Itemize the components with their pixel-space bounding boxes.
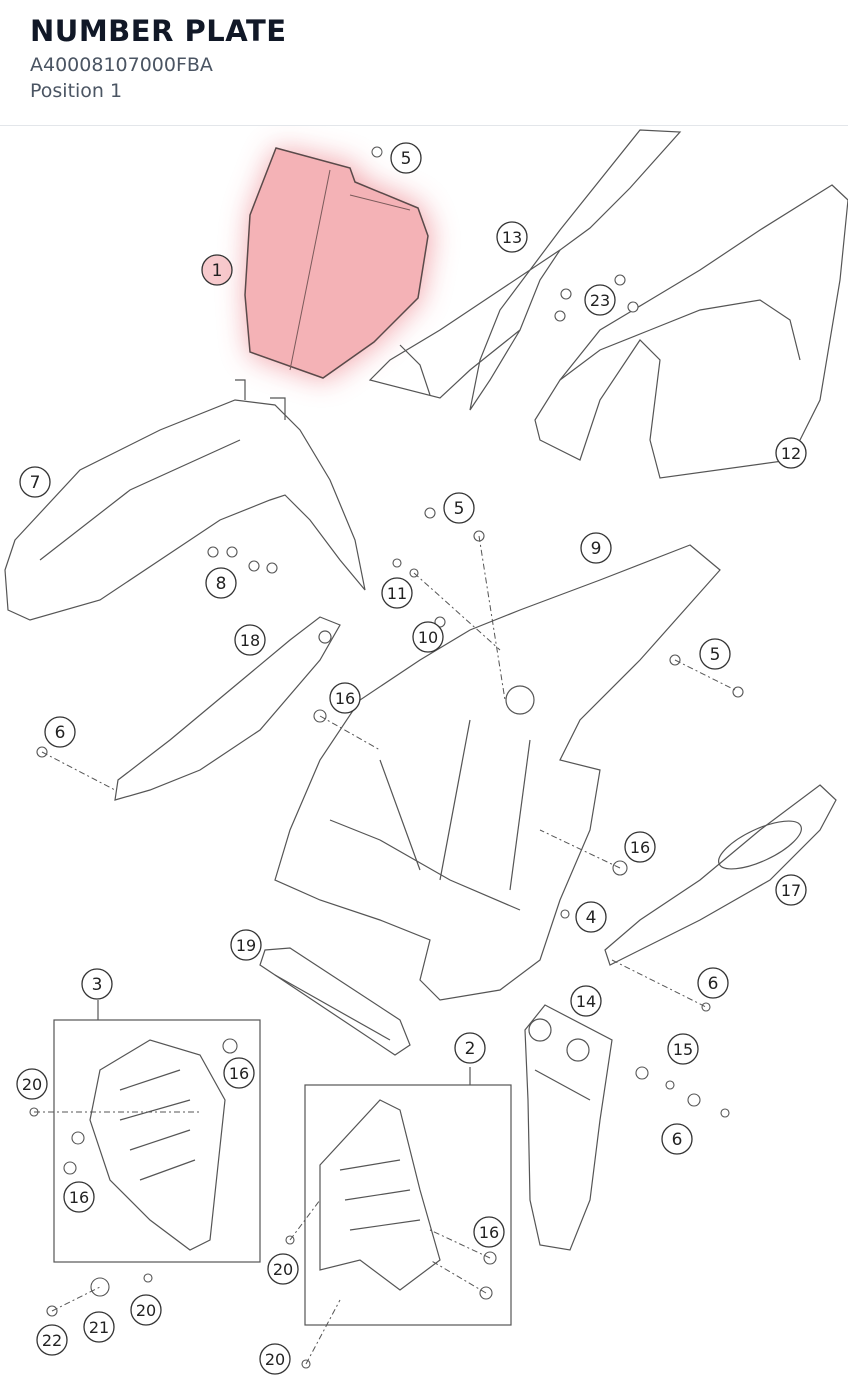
callout-20[interactable]: 20: [130, 1294, 162, 1326]
callout-label: 6: [55, 723, 66, 743]
callout-label: 17: [781, 881, 801, 900]
callout-21[interactable]: 21: [83, 1311, 115, 1343]
callout-label: 16: [229, 1064, 249, 1083]
callout-2[interactable]: 2: [454, 1032, 486, 1064]
position-label: Position 1: [30, 80, 123, 102]
part-17[interactable]: [604, 784, 837, 966]
callout-20[interactable]: 20: [16, 1068, 48, 1100]
callout-23[interactable]: 23: [584, 284, 616, 316]
callout-17[interactable]: 17: [775, 874, 807, 906]
callout-15[interactable]: 15: [667, 1033, 699, 1065]
callout-label: 1: [212, 261, 223, 281]
callout-label: 12: [781, 444, 801, 463]
callout-label: 6: [672, 1130, 683, 1150]
callout-label: 5: [710, 645, 721, 665]
part-13[interactable]: [368, 129, 682, 411]
callout-label: 16: [335, 689, 355, 708]
callout-label: 15: [673, 1040, 693, 1059]
callout-19[interactable]: 19: [230, 929, 262, 961]
callout-14[interactable]: 14: [570, 985, 602, 1017]
part-7-front-fender[interactable]: [4, 379, 366, 621]
part-number: A40008107000FBA: [30, 54, 213, 76]
callout-label: 7: [30, 473, 41, 493]
callout-10[interactable]: 10: [412, 621, 444, 653]
part-18[interactable]: [114, 616, 341, 801]
part-19[interactable]: [259, 947, 411, 1056]
alignment-lines: [34, 535, 736, 1365]
callout-6[interactable]: 6: [661, 1123, 693, 1155]
callout-label: 9: [591, 539, 602, 559]
part-1-number-plate[interactable]: [244, 146, 432, 380]
callout-6[interactable]: 6: [697, 967, 729, 999]
callout-label: 16: [69, 1188, 89, 1207]
callout-16[interactable]: 16: [473, 1216, 505, 1248]
callout-label: 20: [265, 1350, 285, 1369]
callout-20[interactable]: 20: [267, 1253, 299, 1285]
callout-label: 16: [479, 1223, 499, 1242]
callout-label: 4: [586, 908, 597, 928]
exploded-parts-diagram: 1513231278511109518166161741961431620161…: [4, 129, 848, 1375]
callout-layer: 1513231278511109518166161741961431620161…: [16, 142, 807, 1375]
callout-16[interactable]: 16: [329, 682, 361, 714]
callout-13[interactable]: 13: [496, 221, 528, 253]
page-title: NUMBER PLATE: [30, 14, 287, 48]
header: NUMBER PLATE A40008107000FBA Position 1: [0, 0, 848, 126]
callout-label: 20: [22, 1075, 42, 1094]
callout-label: 22: [42, 1331, 62, 1350]
callout-5[interactable]: 5: [443, 492, 475, 524]
part-12-seat[interactable]: [534, 184, 848, 479]
callout-8[interactable]: 8: [205, 567, 237, 599]
callout-label: 20: [136, 1301, 156, 1320]
callout-label: 3: [92, 975, 103, 995]
callout-18[interactable]: 18: [234, 624, 266, 656]
callout-label: 5: [401, 149, 412, 169]
callout-label: 2: [465, 1039, 476, 1059]
callout-11[interactable]: 11: [381, 577, 413, 609]
callout-20[interactable]: 20: [259, 1343, 291, 1375]
callout-16[interactable]: 16: [624, 831, 656, 863]
callout-12[interactable]: 12: [775, 437, 807, 469]
callout-label: 13: [502, 228, 522, 247]
callout-4[interactable]: 4: [575, 901, 607, 933]
callout-label: 18: [240, 631, 260, 650]
callout-7[interactable]: 7: [19, 466, 51, 498]
callout-label: 19: [236, 936, 256, 955]
callout-3[interactable]: 3: [81, 968, 113, 1000]
hardware: [29, 274, 744, 1369]
part-14-mudflap[interactable]: [524, 1004, 613, 1251]
callout-16[interactable]: 16: [223, 1057, 255, 1089]
callout-9[interactable]: 9: [580, 532, 612, 564]
callout-label: 16: [630, 838, 650, 857]
callout-5[interactable]: 5: [699, 638, 731, 670]
callout-16[interactable]: 16: [63, 1181, 95, 1213]
assembly-box-3: [53, 1000, 261, 1263]
callout-label: 10: [418, 628, 438, 647]
callout-label: 21: [89, 1318, 109, 1337]
callout-label: 14: [576, 992, 596, 1011]
callout-label: 11: [387, 584, 407, 603]
callout-label: 5: [454, 499, 465, 519]
callout-label: 8: [216, 574, 227, 594]
callout-1[interactable]: 1: [201, 254, 233, 286]
callout-5[interactable]: 5: [390, 142, 422, 174]
callout-6[interactable]: 6: [44, 716, 76, 748]
assembly-box-2: [304, 1067, 512, 1326]
part-9-rear-fender[interactable]: [274, 544, 721, 1001]
callout-label: 20: [273, 1260, 293, 1279]
callout-label: 6: [708, 974, 719, 994]
callout-label: 23: [590, 291, 610, 310]
callout-22[interactable]: 22: [36, 1324, 68, 1356]
